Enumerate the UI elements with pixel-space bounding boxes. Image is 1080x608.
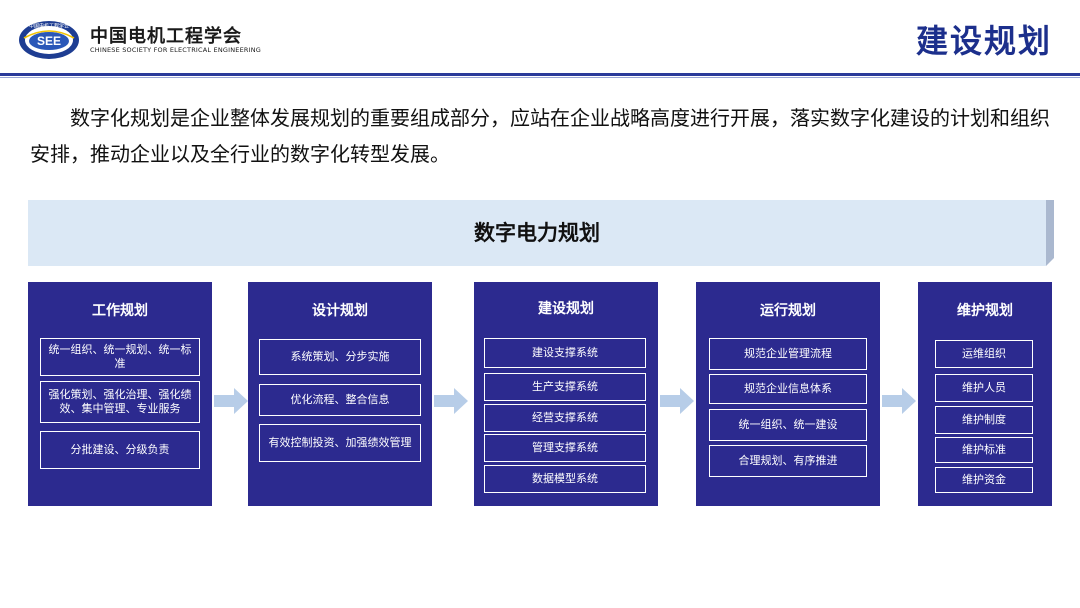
panel-item: 规范企业管理流程 bbox=[709, 338, 867, 370]
header-divider-thin bbox=[0, 77, 1080, 78]
org-name-cn: 中国电机工程学会 bbox=[90, 26, 242, 47]
panel-item: 维护制度 bbox=[935, 406, 1033, 434]
arrow-right-icon bbox=[660, 388, 694, 414]
panel-operation-planning: 运行规划 规范企业管理流程 规范企业信息体系 统一组织、统一建设 合理规划、有序… bbox=[696, 282, 880, 506]
panel-maintenance-planning: 维护规划 运维组织 维护人员 维护制度 维护标准 维护资金 bbox=[918, 282, 1052, 506]
arrow-right-icon bbox=[214, 388, 248, 414]
panel-item: 合理规划、有序推进 bbox=[709, 445, 867, 477]
banner-edge bbox=[1046, 200, 1054, 266]
panel-item: 统一组织、统一建设 bbox=[709, 409, 867, 441]
panel-item: 规范企业信息体系 bbox=[709, 374, 867, 404]
org-name-en: CHINESE SOCIETY FOR ELECTRICAL ENGINEERI… bbox=[90, 46, 262, 54]
panel-item: 强化策划、强化治理、强化绩效、集中管理、专业服务 bbox=[40, 381, 200, 423]
panel-item: 维护标准 bbox=[935, 437, 1033, 463]
panel-construction-planning: 建设规划 建设支撑系统 生产支撑系统 经营支撑系统 管理支撑系统 数据模型系统 bbox=[474, 282, 658, 506]
logo-ring-text: 中国电机工程学会 bbox=[29, 23, 69, 30]
intro-paragraph: 数字化规划是企业整体发展规划的重要组成部分，应站在企业战略高度进行开展，落实数字… bbox=[30, 106, 1050, 166]
panel-work-planning: 工作规划 统一组织、统一规划、统一标准 强化策划、强化治理、强化绩效、集中管理、… bbox=[28, 282, 212, 506]
panel-item: 统一组织、统一规划、统一标准 bbox=[40, 338, 200, 376]
org-logo: SEE 中国电机工程学会 中国电机工程学会 CHINESE SOCIETY FO… bbox=[18, 18, 262, 62]
page-title: 建设规划 bbox=[915, 22, 1052, 60]
see-logo-icon: SEE 中国电机工程学会 bbox=[19, 21, 79, 59]
panel-item: 系统策划、分步实施 bbox=[259, 339, 421, 375]
panel-item: 分批建设、分级负责 bbox=[40, 431, 200, 469]
banner: 数字电力规划 bbox=[28, 200, 1054, 266]
panel-title: 工作规划 bbox=[92, 303, 148, 319]
logo-text: SEE bbox=[37, 34, 61, 48]
panel-item: 经营支撑系统 bbox=[484, 404, 646, 432]
panel-item: 数据模型系统 bbox=[484, 465, 646, 493]
panel-title: 维护规划 bbox=[957, 303, 1013, 319]
panel-item: 有效控制投资、加强绩效管理 bbox=[259, 424, 421, 462]
panel-item: 生产支撑系统 bbox=[484, 373, 646, 401]
arrow-right-icon bbox=[434, 388, 468, 414]
banner-face bbox=[28, 200, 1046, 266]
banner-title: 数字电力规划 bbox=[474, 221, 600, 245]
panel-item: 优化流程、整合信息 bbox=[259, 384, 421, 416]
panel-item: 建设支撑系统 bbox=[484, 338, 646, 368]
header: SEE 中国电机工程学会 中国电机工程学会 CHINESE SOCIETY FO… bbox=[0, 0, 1080, 78]
panel-item: 管理支撑系统 bbox=[484, 434, 646, 462]
panel-item: 维护资金 bbox=[935, 467, 1033, 493]
panel-item: 运维组织 bbox=[935, 340, 1033, 368]
arrow-right-icon bbox=[882, 388, 916, 414]
panel-item: 维护人员 bbox=[935, 374, 1033, 402]
panel-title: 运行规划 bbox=[760, 303, 816, 319]
panel-title: 建设规划 bbox=[538, 301, 594, 317]
panel-design-planning: 设计规划 系统策划、分步实施 优化流程、整合信息 有效控制投资、加强绩效管理 bbox=[248, 282, 432, 506]
header-divider bbox=[0, 73, 1080, 76]
panel-title: 设计规划 bbox=[312, 303, 368, 319]
